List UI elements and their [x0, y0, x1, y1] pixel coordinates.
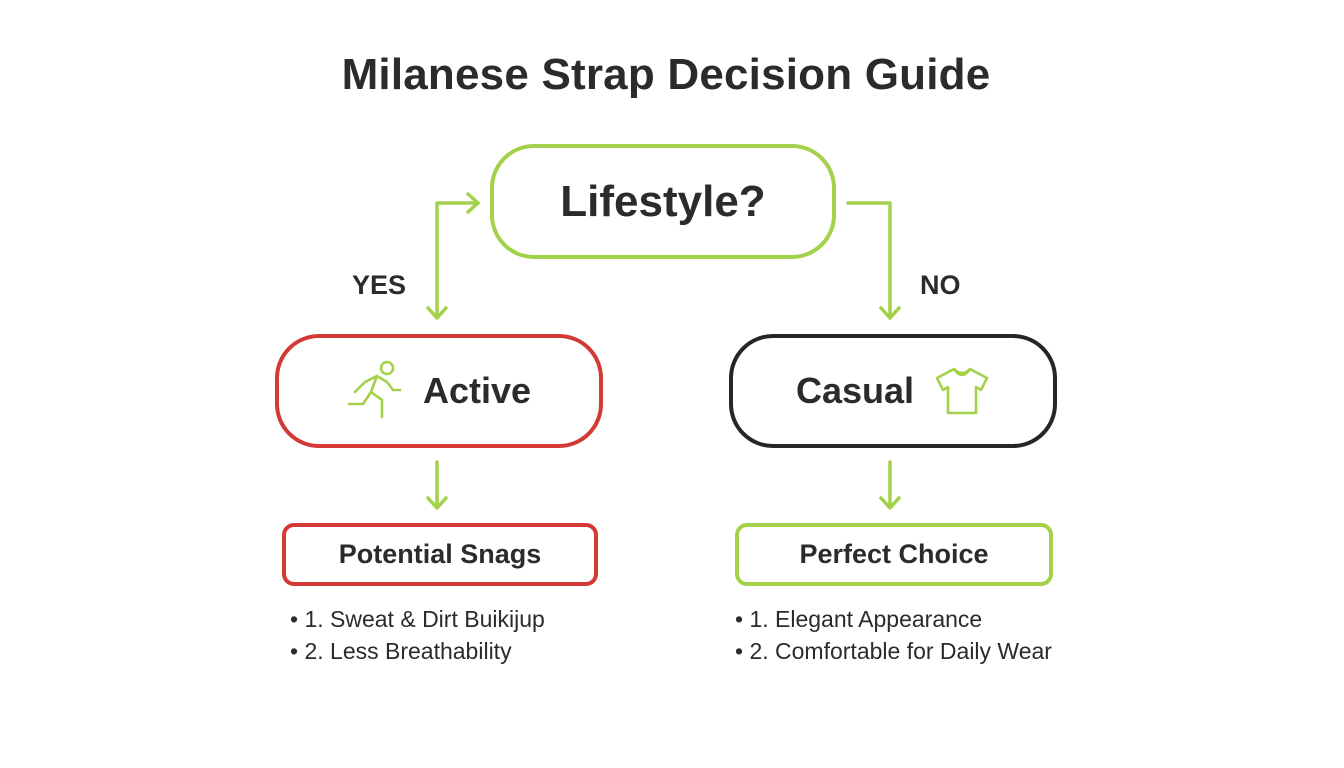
- yes-connector: [435, 201, 480, 318]
- active-arrowhead-down: [426, 496, 448, 510]
- casual-node: Casual: [729, 334, 1057, 448]
- list-item: 2. Comfortable for Daily Wear: [735, 635, 1052, 667]
- list-item: 1. Elegant Appearance: [735, 603, 1052, 635]
- snags-label: Potential Snags: [338, 539, 542, 569]
- yes-branch-label: YES: [352, 270, 407, 300]
- active-label: Active: [422, 370, 532, 411]
- list-item: 1. Sweat & Dirt Buikijup: [290, 603, 544, 635]
- running-person-icon: [347, 360, 403, 422]
- perfect-choice-node: Perfect Choice: [735, 523, 1053, 586]
- choice-label: Perfect Choice: [799, 539, 989, 569]
- lifestyle-decision-node: Lifestyle?: [490, 144, 836, 259]
- no-arrowhead-down: [879, 306, 901, 320]
- yes-arrowhead-down: [426, 306, 448, 320]
- active-node: Active: [275, 334, 603, 448]
- decision-label: Lifestyle?: [560, 176, 766, 226]
- no-branch-label: NO: [920, 270, 961, 300]
- casual-label: Casual: [795, 370, 915, 411]
- snags-list: 1. Sweat & Dirt Buikijup 2. Less Breatha…: [290, 603, 545, 667]
- casual-arrowhead-down: [879, 496, 901, 510]
- potential-snags-node: Potential Snags: [282, 523, 598, 586]
- page-title: Milanese Strap Decision Guide: [341, 50, 991, 99]
- t-shirt-icon: [934, 366, 990, 416]
- yes-arrowhead-right: [466, 192, 480, 214]
- no-connector: [846, 201, 892, 320]
- choice-list: 1. Elegant Appearance 2. Comfortable for…: [735, 603, 1052, 667]
- list-item: 2. Less Breathability: [290, 635, 545, 667]
